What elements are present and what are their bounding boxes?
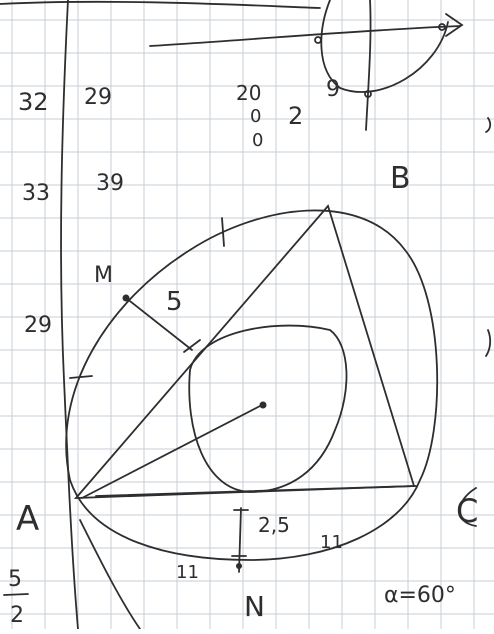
center-chord bbox=[81, 404, 263, 499]
top-number-2: 2 bbox=[288, 102, 303, 130]
top-number-20: 20 bbox=[236, 81, 261, 105]
point-m-label: M bbox=[94, 263, 113, 288]
inradius-label: 5 bbox=[166, 287, 183, 317]
radius-tick bbox=[183, 339, 201, 353]
axis-point-2 bbox=[438, 23, 446, 31]
segment-label: 2,5 bbox=[258, 513, 290, 537]
fraction-bottom: 2 bbox=[10, 603, 24, 628]
incircle bbox=[188, 324, 348, 493]
fraction-bar bbox=[3, 593, 29, 596]
margin-number-32: 32 bbox=[18, 88, 49, 116]
vertex-c-label: C bbox=[456, 492, 478, 530]
top-zero-2: 0 bbox=[252, 130, 263, 151]
top-vertical-line bbox=[365, 0, 372, 131]
triangle-abc bbox=[73, 204, 416, 499]
right-margin-mark-1 bbox=[485, 117, 492, 133]
axis-point-1 bbox=[314, 36, 322, 44]
alpha-angle-label: α=60° bbox=[384, 583, 456, 608]
side-tick-ab bbox=[221, 217, 225, 247]
margin-number-33: 33 bbox=[22, 181, 50, 206]
radius-segment bbox=[125, 297, 193, 351]
handwritten-labels: 32 29 33 39 29 20 0 0 2 9 B A C N M 5 2,… bbox=[8, 77, 478, 628]
top-number-9: 9 bbox=[326, 77, 340, 102]
point-n bbox=[236, 563, 242, 569]
right-margin-mark-2 bbox=[485, 329, 492, 357]
tick-label-left: 11 bbox=[176, 562, 199, 583]
left-tick bbox=[69, 375, 93, 379]
top-zero-1: 0 bbox=[250, 106, 261, 127]
axis-arrowhead bbox=[445, 13, 464, 37]
height-segment bbox=[238, 507, 242, 573]
axis-point-3 bbox=[364, 90, 372, 98]
vertex-a-label: A bbox=[16, 499, 39, 539]
point-n-label: N bbox=[244, 590, 265, 623]
top-right-loop bbox=[320, 0, 449, 93]
margin-number-29-low: 29 bbox=[24, 313, 52, 338]
vertex-c-curve bbox=[458, 487, 477, 527]
top-edge-line bbox=[0, 0, 321, 9]
margin-number-29-top: 29 bbox=[84, 85, 112, 110]
lower-left-curve bbox=[79, 519, 141, 630]
ink-points bbox=[122, 294, 267, 569]
top-axis-line bbox=[149, 25, 461, 47]
circumcircle bbox=[65, 209, 439, 561]
center-point bbox=[259, 401, 267, 409]
vertex-b-label: B bbox=[390, 161, 411, 196]
left-vertical-line bbox=[60, 0, 79, 630]
tangent-point-m bbox=[122, 294, 130, 302]
margin-number-39: 39 bbox=[96, 171, 124, 196]
fraction-top: 5 bbox=[8, 567, 22, 592]
tick-label-right: 11 bbox=[320, 532, 343, 553]
